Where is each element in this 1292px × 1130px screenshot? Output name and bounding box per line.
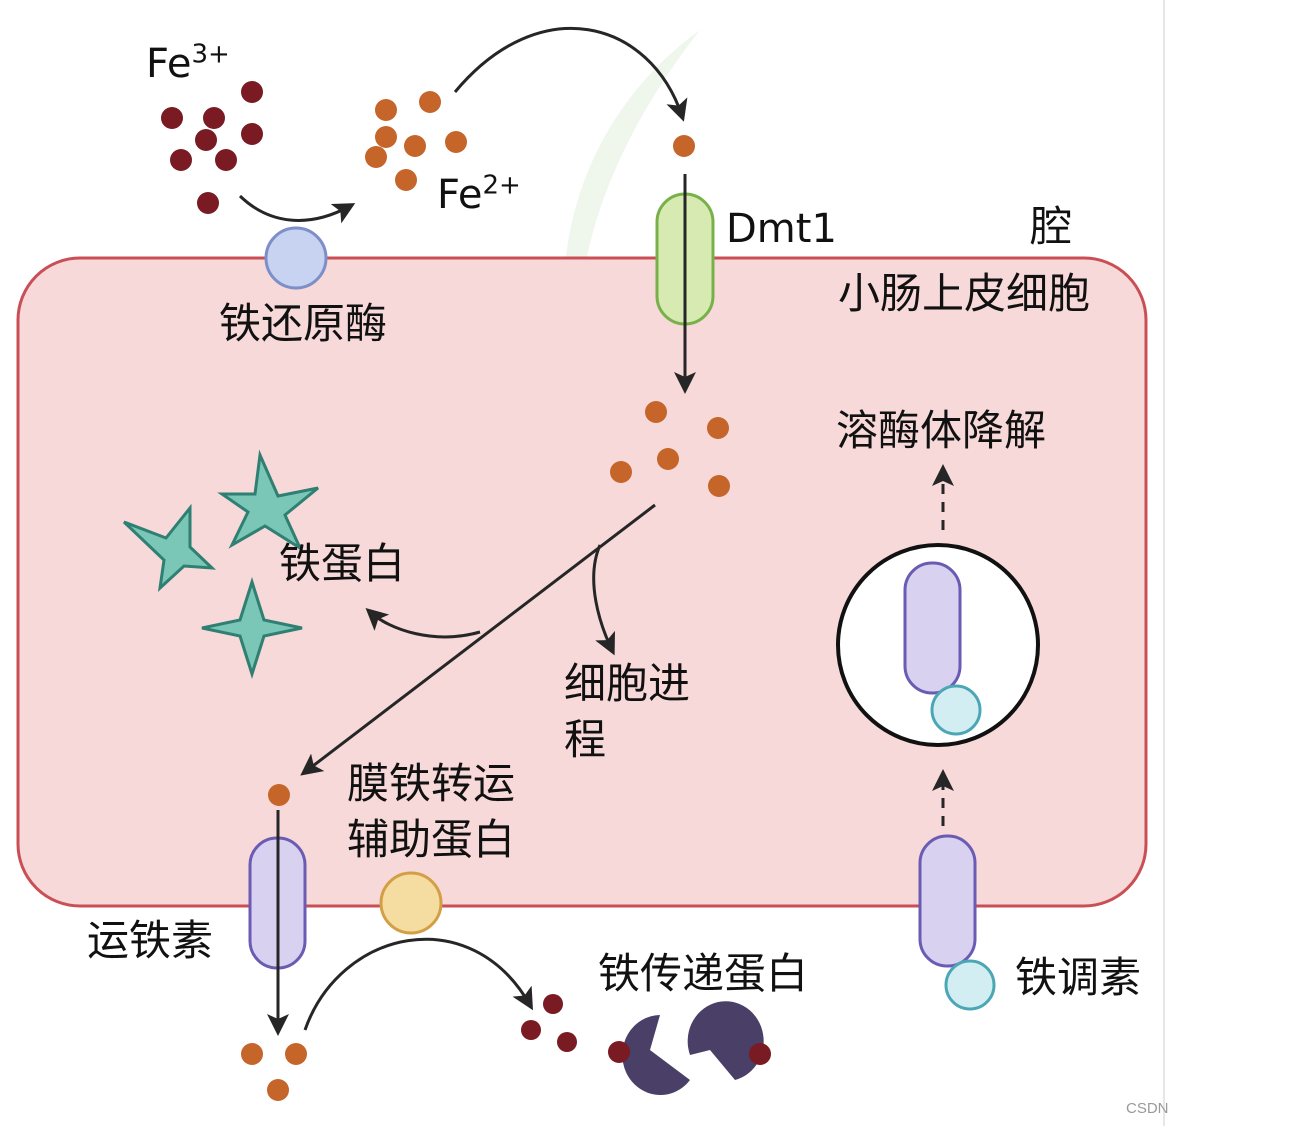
fe3-dot: [241, 123, 263, 145]
hepcidin-icon: [944, 959, 996, 1011]
transferrin-label: 铁传递蛋白: [598, 949, 809, 998]
fe3-dot: [215, 149, 237, 171]
enterocyte-label: 小肠上皮细胞: [838, 269, 1091, 318]
fe3-dot: [241, 81, 263, 103]
ferroportin-hepcidin-complex-icon: [918, 834, 977, 968]
ferritin-label: 铁蛋白: [279, 539, 406, 588]
fe2-label: Fe2+: [437, 170, 521, 218]
ferroportin-label: 运铁素: [87, 916, 214, 965]
intracellular-fe2-dots: [241, 135, 730, 1101]
fe2-dot: [365, 146, 387, 168]
dmt1-label: Dmt1: [726, 206, 837, 252]
fe2-dot: [375, 99, 397, 121]
hepcidin-label: 铁调素: [1015, 953, 1142, 1002]
lysosome-hepcidin-icon: [930, 684, 982, 736]
fe3-dot: [161, 107, 183, 129]
fe3-dot: [170, 149, 192, 171]
lysosomal-degradation-label: 溶酶体降解: [836, 406, 1047, 455]
fe3-dot: [195, 129, 217, 151]
fe2-dot: [445, 131, 467, 153]
ferritin-star-icon: [122, 449, 319, 679]
cellular-processes-label: 细胞进程: [564, 659, 691, 764]
fe2-dots: [365, 91, 467, 191]
fe3-dot: [197, 192, 219, 214]
arrows: [238, 26, 954, 1036]
ferric-reductase-icon: [264, 226, 328, 290]
enterocyte-cell: [16, 256, 1148, 908]
right-edge-divider: [1163, 0, 1165, 1126]
fe3-output-dots: [521, 994, 577, 1052]
fe2-dot: [395, 169, 417, 191]
hephaestin-icon: [379, 871, 443, 935]
transferrin-icon: [608, 1001, 771, 1095]
lysosome-ferroportin-icon: [903, 561, 962, 695]
hephaestin-label: 膜铁转运辅助蛋白: [347, 759, 516, 864]
fe3-dots: [161, 81, 263, 214]
fe3-dot: [203, 107, 225, 129]
fe3-label: Fe3+: [146, 39, 230, 87]
ferric-reductase-label: 铁还原酶: [219, 299, 388, 348]
credit-text: CSDN: [1126, 1100, 1169, 1117]
lumen-label: 腔: [1030, 202, 1073, 251]
fe2-dot: [404, 135, 426, 157]
fe2-dot: [375, 126, 397, 148]
fe2-dot: [419, 91, 441, 113]
